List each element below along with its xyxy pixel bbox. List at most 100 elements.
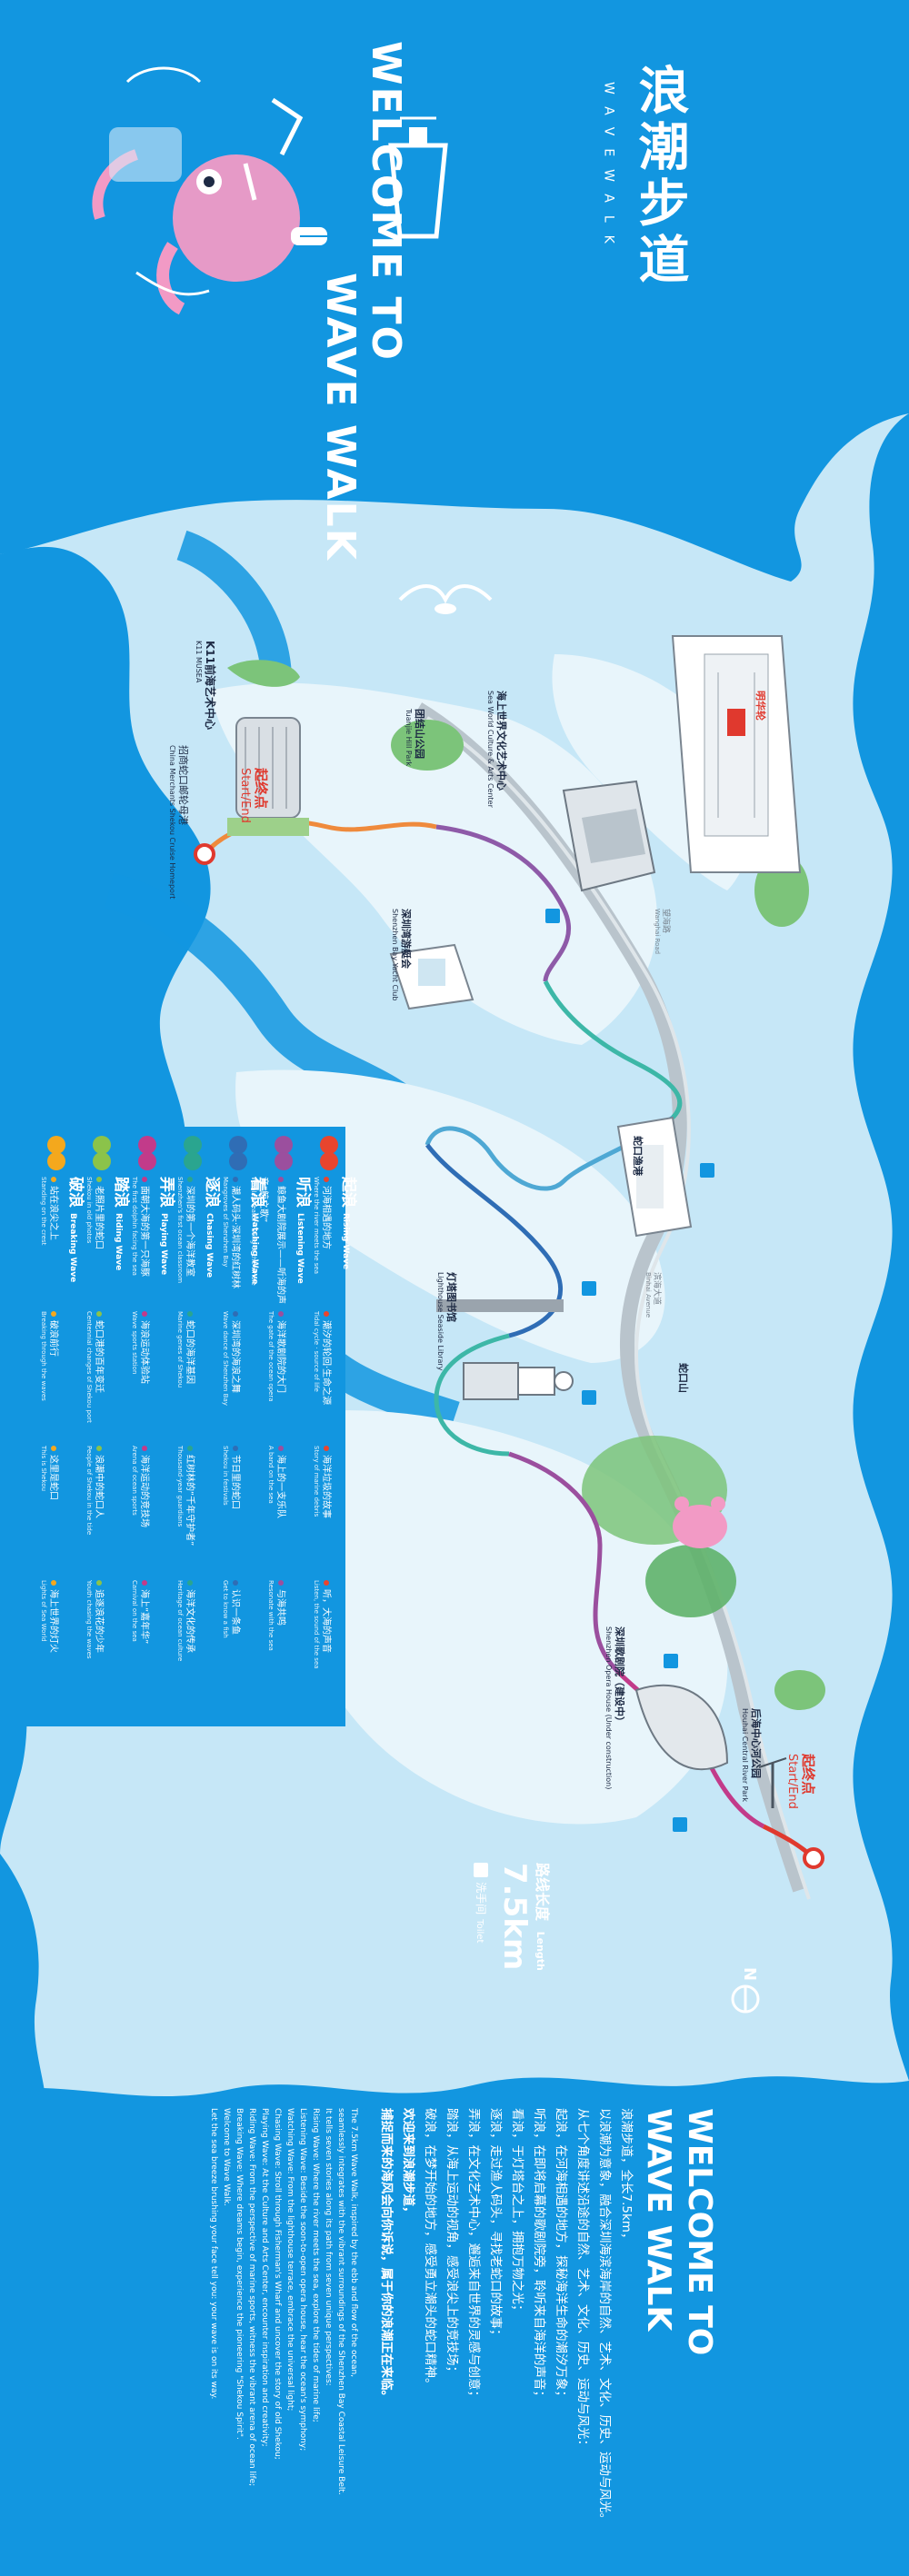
intro-zh-line: 以浪潮为意象，融合深圳海滨海岸的自然、艺术、文化、历史、运动与风光。 [597, 2108, 612, 2525]
start-end-marker-left[interactable] [194, 843, 215, 865]
legend-dot-icon [324, 1580, 329, 1586]
gull-icon [398, 584, 493, 614]
legend-item-zh: 深圳湾的海浪之舞 [230, 1320, 240, 1393]
intro-zh-line: 浪潮步道，全长7.5km， [619, 2108, 634, 2245]
legend-dot-icon [233, 1446, 238, 1451]
legend-dot-icon [278, 1177, 284, 1182]
legend-section-subtitle: Listening Wave [295, 1213, 305, 1284]
lighthouse-label-en: Lighthouse Seaside Library [436, 1272, 445, 1371]
legend-item-en: Standing on the crest [40, 1177, 47, 1246]
legend-item-zh: 蛇口的海洋基因 [185, 1320, 195, 1384]
legend-item-zh: 浪潮中的蛇口人 [94, 1455, 104, 1518]
legend-dot-icon [187, 1580, 193, 1586]
intro-en-line: Breaking Wave: Where dreams begin, exper… [235, 2108, 244, 2440]
legend-section-subtitle: Rising Wave [341, 1213, 350, 1270]
legend-dot-icon [233, 1177, 238, 1182]
intro-zh-line: 破浪，在梦开始的地方，感受勇立潮头的蛇口精神。 [423, 2108, 437, 2391]
legend-item-zh: 潮汐的轮回·生命之源 [321, 1320, 331, 1406]
k11-label-en: K11 MUSEA [195, 641, 203, 683]
legend-item-zh: 红树林的“千年守护者” [185, 1455, 195, 1547]
legend-item-zh: 海上的一支乐队 [275, 1455, 285, 1518]
start-end-left-en: Start/End [238, 768, 252, 823]
legend-item-zh: 站在浪尖之上 [48, 1186, 58, 1240]
intro-en-line: Chasing Wave: Stroll through Fisherman's… [273, 2108, 282, 2460]
legend-item-zh: 认识一条鱼 [230, 1589, 240, 1635]
intro-panel [0, 2076, 909, 2576]
start-end-left-zh: 起终点 [253, 768, 269, 810]
legend-dot-icon [324, 1311, 329, 1317]
legend-item-zh: 节日里的蛇口 [230, 1455, 240, 1509]
legend-dot-icon [233, 1311, 238, 1317]
start-end-marker-right[interactable] [803, 1847, 824, 1869]
tuanjie-label-zh: 团结山公园 [414, 709, 425, 759]
legend-item-zh: 老照片里的蛇口 [94, 1186, 104, 1249]
legend-dot-icon [278, 1446, 284, 1451]
legend-item-en: Breaking through the waves [40, 1311, 47, 1401]
intro-en-line: Watching Wave: From the lighthouse terra… [285, 2108, 295, 2412]
legend-dot-icon [96, 1177, 102, 1182]
legend-dot-icon [233, 1580, 238, 1586]
logo-zh: 浪潮步道 [630, 64, 689, 289]
intro-en-line: Rising Wave: Where the river meets the s… [311, 2108, 320, 2422]
arts-center-icon [562, 780, 656, 892]
yacht-club-label-en: Shenzhen Bay Yacht Club [391, 909, 399, 1001]
intro-en-line: The 7.5km Wave Walk, inspired by the ebb… [349, 2108, 358, 2378]
toilet-legend-icon [474, 1863, 489, 1877]
legend-dot-icon [96, 1311, 102, 1317]
lighthouse-label-zh: 灯塔图书馆 [445, 1272, 457, 1322]
legend-item-zh: 蛇口港的百年变迁 [94, 1320, 104, 1393]
legend-item: 海上“嘉年华”Carnival on the sea [131, 1580, 155, 1707]
logo-en: WAVEWALK [601, 82, 616, 256]
legend-item-zh: 面朝大海的第一只海豚 [139, 1186, 149, 1277]
legend-dot-icon [187, 1446, 193, 1451]
intro-zh-line: 捕捉而来的海风会向你诉说，属于你的浪潮正在来临。 [379, 2108, 394, 2402]
legend-section-title: 起浪Rising Wave [339, 1177, 357, 1270]
length-value: 7.5km [496, 1863, 533, 1971]
ship-label-zh: 明华轮 [754, 691, 766, 721]
header-band [0, 0, 909, 582]
intro-en-line: Playing Wave: At the Culture and Arts Ce… [260, 2108, 269, 2447]
legend-item-en: This is Shekou [40, 1446, 47, 1492]
legend-dot-icon [324, 1177, 329, 1182]
legend-section-title: 听浪Listening Wave [294, 1177, 312, 1284]
header-welcome-line1: WELCOME TO [363, 41, 409, 362]
legend-section-title: 看浪Watching Wave [248, 1177, 266, 1285]
legend-section-subtitle: Watching Wave [250, 1213, 259, 1285]
legend-section-title: 破浪Breaking Wave [66, 1177, 85, 1283]
legend-item: 红树林的“千年守护者”Thousand-year guardians [176, 1446, 201, 1573]
start-end-right-zh: 起终点 [800, 1754, 816, 1795]
yacht-club-label-zh: 深圳湾游艇会 [400, 909, 412, 969]
toilet-legend: 洗手间 Toilet [474, 1863, 491, 1943]
intro-title-line2: WAVE WALK [640, 2108, 677, 2332]
legend-item-zh: 海洋文化的传承 [185, 1589, 195, 1653]
legend-dot-icon [187, 1177, 193, 1182]
legend-dot-icon [278, 1311, 284, 1317]
legend-item-zh: 海洋歌剧院的大门 [275, 1320, 285, 1393]
toilet-label-zh: 洗手间 [474, 1882, 487, 1915]
length-label-zh: 路线长度 [534, 1863, 551, 1922]
legend-item-zh: 这里是蛇口 [48, 1455, 58, 1500]
header-illustration [92, 66, 448, 315]
header-welcome-line2: WAVE WALK [317, 273, 364, 562]
road-label-a: 望海路 [661, 909, 670, 934]
legend-item-zh: 与海共鸣 [275, 1589, 285, 1626]
length-label-en: Length [534, 1931, 546, 1971]
opera-house-icon [634, 1684, 729, 1771]
windmill-icon [758, 1757, 787, 1808]
legend-dot-icon [51, 1311, 56, 1317]
